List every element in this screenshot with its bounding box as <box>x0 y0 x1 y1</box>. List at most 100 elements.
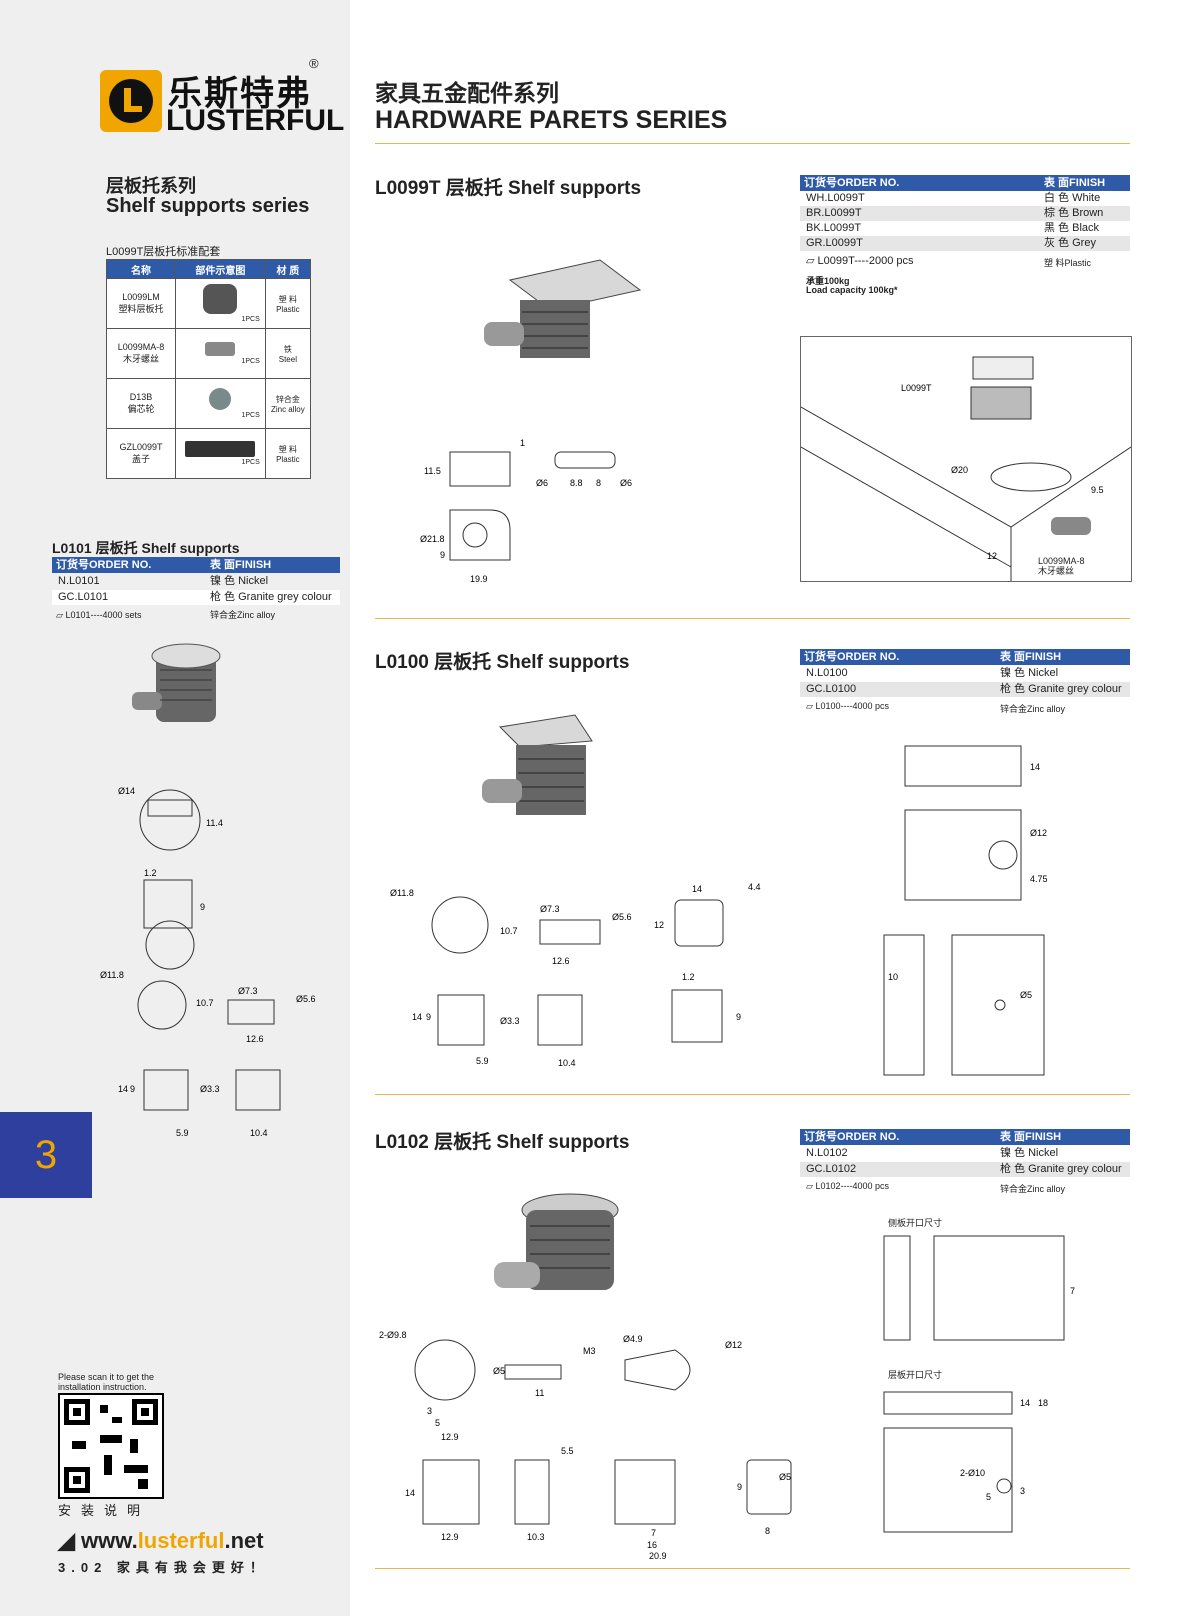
dim-label: Ø6 <box>620 478 632 488</box>
dim-label: 11 <box>535 1388 544 1398</box>
dim-label: 3 <box>427 1406 432 1416</box>
dim-label: 12.6 <box>552 956 570 966</box>
finish: 白 色 White <box>1044 192 1101 204</box>
page-tab[interactable]: 3 <box>0 1112 92 1198</box>
kit-image: 1PCS <box>175 378 266 429</box>
l0099t-product-image <box>484 259 642 358</box>
dim-label: 12.9 <box>441 1432 459 1442</box>
finish: 镍 色 Nickel <box>1000 667 1059 679</box>
l0101-drawings: Ø14 11.4 1.2 9 Ø11.8 10.7 Ø7.3 Ø5.6 12.6… <box>100 786 316 1138</box>
dim-label: 14 <box>1020 1398 1030 1408</box>
callout-label: L0099T <box>901 383 932 393</box>
l0102-drawings: 2-Ø9.8 3 5 12.9 Ø5 M3 11 Ø4.9 Ø12 14 12.… <box>379 1330 792 1560</box>
finish: 枪 色 Granite grey colour <box>1000 683 1122 695</box>
kit-material: 塑 料 Plastic <box>264 428 312 479</box>
dim-label: Ø21.8 <box>420 534 445 544</box>
dim-label: 1 <box>520 438 525 448</box>
shelf-support-icon <box>203 284 238 314</box>
kit-pcs: 1PCS <box>241 412 260 419</box>
package-info: ▱ L0100----4000 pcs <box>806 701 889 712</box>
shelf-opening-label: 层板开口尺寸 <box>888 1370 943 1380</box>
dim-label: 16 <box>647 1540 657 1550</box>
material: 锌合金Zinc alloy <box>1000 1184 1066 1194</box>
kit-label: L0099T层板托标准配套 <box>106 246 221 258</box>
pack-qty: L0102----4000 pcs <box>815 1181 889 1191</box>
table-row: N.L0102 镍 色 Nickel <box>800 1146 1130 1161</box>
dim-label: 10 <box>888 972 898 982</box>
finish: 黑 色 Black <box>1044 222 1100 234</box>
finish: 镍 色 Nickel <box>1000 1147 1059 1159</box>
screw-icon <box>205 342 236 356</box>
dim-label: Ø5.6 <box>296 994 316 1004</box>
kit-name: GZL0099T 盖子 <box>106 428 176 479</box>
finish-header: 表 面FINISH <box>1000 651 1062 663</box>
dim-label: 9 <box>130 1084 135 1094</box>
kit-image: 1PCS <box>175 328 266 379</box>
order-no: BR.L0099T <box>806 207 862 219</box>
dim-label: Ø3.3 <box>200 1084 220 1094</box>
dim-label: 19.9 <box>470 574 488 584</box>
page-title-en: HARDWARE PARETS SERIES <box>375 106 728 134</box>
divider <box>375 618 1130 619</box>
kit-header: 部件示意图 <box>175 259 266 279</box>
dim-label: Ø12 <box>1030 828 1047 838</box>
dim-label: 9 <box>200 902 205 912</box>
load-cn: 承重100kg <box>806 276 850 286</box>
side-opening-label: 侧板开口尺寸 <box>888 1218 943 1228</box>
qr-label: 安装说明 <box>58 1503 151 1518</box>
dim-label: Ø4.9 <box>623 1334 643 1344</box>
dim-label: 9 <box>736 1012 741 1022</box>
dim-label: Ø12 <box>725 1340 742 1350</box>
arrow-icon: ◢ <box>58 1528 75 1553</box>
dim-label: 9 <box>440 550 445 560</box>
dim-label: 14 <box>412 1012 422 1022</box>
table-row: N.L0101 镍 色 Nickel <box>52 574 340 589</box>
finish: 灰 色 Grey <box>1044 237 1096 249</box>
cam-icon <box>209 388 232 410</box>
dim-label: 9 <box>426 1012 431 1022</box>
dim-label: 5 <box>435 1418 440 1428</box>
l0101-title: L0101 层板托 Shelf supports <box>52 540 240 556</box>
website-link[interactable]: ◢ www.lusterful.net <box>58 1528 264 1554</box>
l0102-shelf-opening: 14 18 2-Ø10 5 3 <box>883 1391 1048 1533</box>
callout-label: 12 <box>987 551 997 561</box>
kit-pcs: 1PCS <box>241 459 260 466</box>
table-row: GZL0099T 盖子 1PCS 塑 料 Plastic <box>106 428 312 479</box>
kit-material: 塑 料 Plastic <box>264 278 312 329</box>
page-title-cn: 家具五金配件系列 <box>375 80 559 106</box>
dim-label: 7 <box>1070 1286 1075 1296</box>
callout-label: L0099MA-8 木牙螺丝 <box>1038 556 1085 576</box>
dim-label: 7 <box>651 1528 656 1538</box>
dim-label: 14 <box>118 1084 128 1094</box>
l0099t-title: L0099T 层板托 Shelf supports <box>375 178 642 199</box>
order-header: 订货号ORDER NO. <box>804 1131 900 1143</box>
dim-label: 10.4 <box>558 1058 576 1068</box>
material: 锌合金Zinc alloy <box>1000 704 1066 714</box>
kit-material: 铁 Steel <box>264 328 312 379</box>
dim-label: 14 <box>692 884 702 894</box>
dim-label: 2-Ø10 <box>960 1468 985 1478</box>
box-icon: ▱ <box>56 610 63 620</box>
kit-image: 1PCS <box>175 428 266 479</box>
page-motto: 3.02 家具有我会更好！ <box>58 1560 269 1575</box>
finish: 枪 色 Granite grey colour <box>1000 1163 1122 1175</box>
order-no: BK.L0099T <box>806 222 862 234</box>
table-row: WH.L0099T 白 色 White <box>800 191 1130 206</box>
dim-label: 4.4 <box>748 882 761 892</box>
dim-label: Ø7.3 <box>238 986 258 996</box>
material: 锌合金Zinc alloy <box>210 610 276 620</box>
kit-header: 名称 <box>106 259 176 279</box>
divider <box>375 1094 1130 1095</box>
qr-code-icon[interactable] <box>58 1393 164 1499</box>
kit-header: 材 质 <box>264 259 312 279</box>
dim-label: Ø11.8 <box>100 970 124 980</box>
registered-mark: ® <box>309 56 319 71</box>
box-icon: ▱ <box>806 1181 813 1191</box>
l0101-product-image <box>132 643 221 722</box>
order-no: WH.L0099T <box>806 192 865 204</box>
l0100-product-image <box>482 714 593 815</box>
order-no: N.L0102 <box>806 1147 848 1159</box>
finish: 棕 色 Brown <box>1044 207 1104 219</box>
